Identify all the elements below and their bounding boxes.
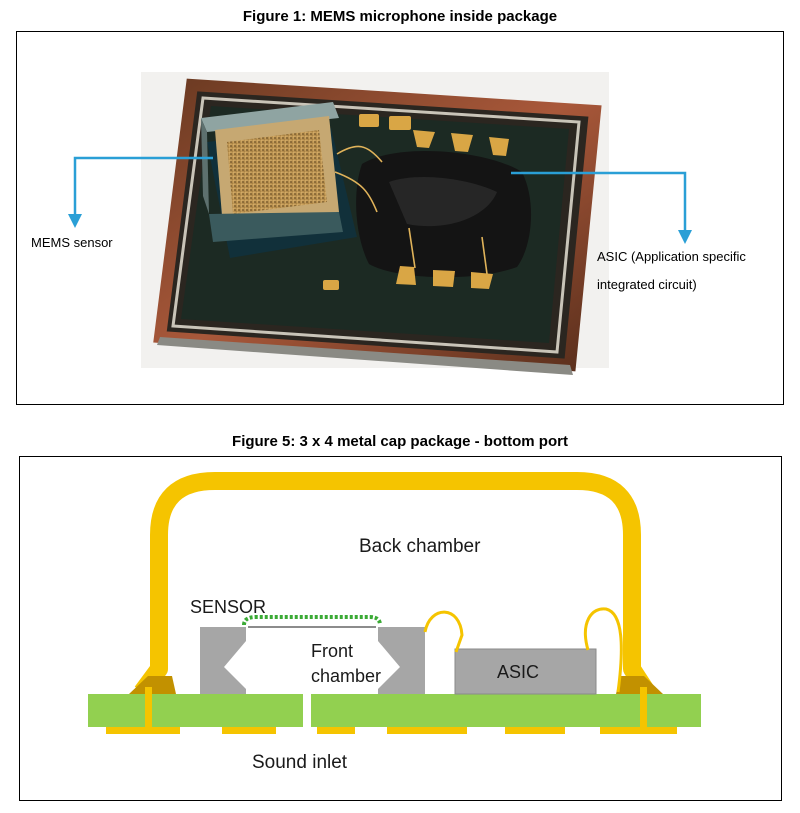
sensor-die-right [378, 627, 425, 694]
metal-cap [134, 472, 655, 698]
asic-callout-arrowhead [678, 230, 692, 244]
left-via [145, 687, 152, 734]
sound-inlet-label: Sound inlet [252, 752, 348, 773]
sensor-label: SENSOR [190, 597, 266, 617]
figure-1-title: Figure 1: MEMS microphone inside package [242, 8, 558, 25]
front-chamber-label-line-1: Front [311, 641, 353, 661]
figure-1-frame: MEMS sensor ASIC (Application specific i… [16, 31, 784, 405]
asic-label-line-2: integrated circuit) [597, 277, 697, 292]
right-solder-fillet [616, 676, 663, 694]
asic-blob [356, 150, 532, 278]
gold-pads [323, 114, 509, 290]
asic-die [454, 648, 597, 695]
mems-callout-line [73, 156, 213, 218]
callout-arrows [73, 156, 687, 234]
asic-callout-line [511, 171, 687, 234]
mems-sensor-label: MEMS sensor [31, 235, 113, 250]
mems-die [201, 102, 357, 258]
bond-wires [334, 145, 488, 275]
wire-bond-sensor-asic [423, 610, 464, 653]
pcb-left [88, 694, 303, 727]
asic-die-label: ASIC [497, 662, 539, 682]
mems-package-photo [68, 72, 692, 375]
pcb-right [311, 694, 701, 727]
sensor-die-left [200, 627, 246, 694]
package-cross-section: Back chamber SENSOR Front chamber ASIC S… [88, 472, 701, 773]
asic-label: ASIC (Application specific integrated ci… [597, 243, 787, 299]
asic-label-line-1: ASIC (Application specific [597, 249, 746, 264]
bottom-pads [106, 727, 677, 734]
figure-5-frame: Back chamber SENSOR Front chamber ASIC S… [19, 456, 782, 801]
sensor-membrane [242, 615, 382, 626]
figure-5-title: Figure 5: 3 x 4 metal cap package - bott… [232, 433, 568, 450]
right-via [640, 687, 647, 734]
front-chamber-label-line-2: chamber [311, 666, 381, 686]
left-solder-fillet [129, 676, 176, 694]
back-chamber-label: Back chamber [359, 536, 481, 557]
mems-callout-arrowhead [68, 214, 82, 228]
wire-bond-asic-board [583, 607, 623, 693]
